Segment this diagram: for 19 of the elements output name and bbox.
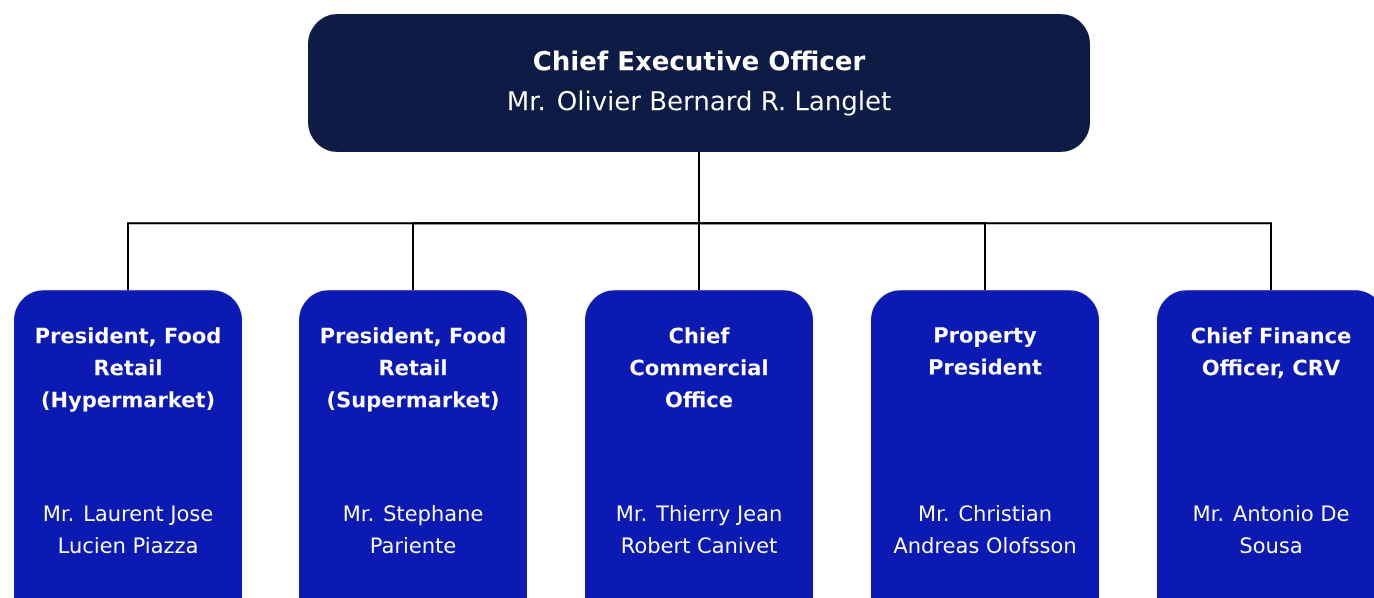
person-box [871,290,1099,598]
person-name: Mr. Stephane Pariente [344,504,483,554]
person-box [585,290,813,598]
role-title: President, Food Retail (Supermarket) [321,327,505,412]
person-name: Mr. Laurent Jose Lucien Piazza [44,505,213,554]
role-title: Property President [929,327,1042,375]
person-name: Mr. Olivier Bernard R. Langlet [509,90,891,116]
executive-box [308,14,1090,152]
person-name: Mr. Antonio De Sousa [1194,504,1349,554]
role-title: Chief Commercial Office [630,327,767,408]
person-box [1157,290,1374,598]
person-name: Mr. Christian Andreas Olofsson [893,504,1075,554]
role-title: Chief Executive Officer [534,50,866,71]
person-box [14,290,242,598]
role-title: President, Food Retail (Hypermarket) [36,327,220,412]
connector-line [698,151,1272,291]
person-box [299,290,527,598]
role-title: Chief Finance Officer, CRV [1191,327,1351,379]
person-name: Mr. Thierry Jean Robert Canivet [617,504,781,554]
